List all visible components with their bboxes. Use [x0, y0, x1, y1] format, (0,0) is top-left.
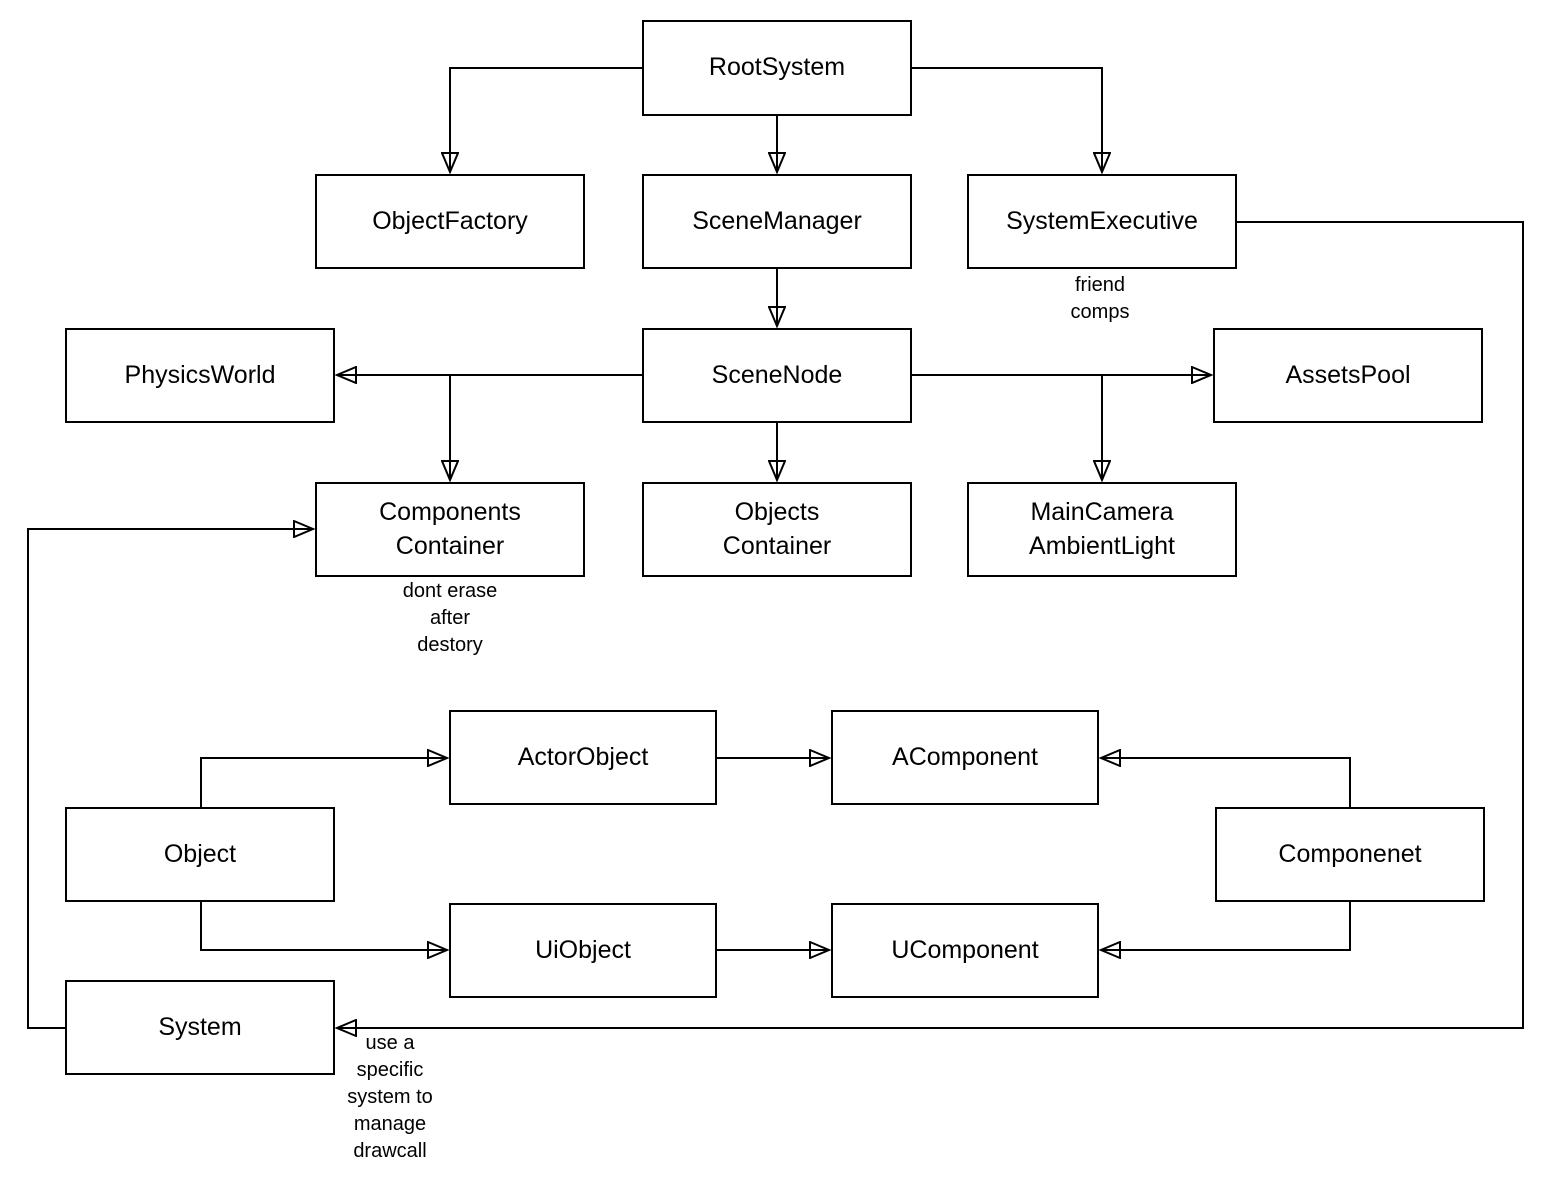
- annotation-friend-comps: friend comps: [1070, 274, 1130, 323]
- edge-rootsystem-objectfactory: [450, 67, 642, 171]
- node-object-factory-label: ObjectFactory: [372, 206, 528, 235]
- node-scene-manager: SceneManager: [642, 174, 912, 269]
- node-system-label: System: [158, 1012, 242, 1041]
- node-actor-object-label: ActorObject: [517, 742, 649, 771]
- node-object-factory: ObjectFactory: [315, 174, 585, 269]
- node-u-component: UComponent: [831, 903, 1099, 998]
- node-physics-world-label: PhysicsWorld: [124, 360, 276, 389]
- edge-object-uiobject: [200, 902, 446, 950]
- node-system: System: [65, 980, 335, 1075]
- node-componenet-label: Componenet: [1278, 839, 1422, 868]
- edge-componenet-acomponent: [1102, 758, 1351, 807]
- node-a-component: AComponent: [831, 710, 1099, 805]
- edge-componenet-ucomponent: [1102, 902, 1351, 950]
- edge-object-actorobject: [200, 758, 446, 807]
- node-components-container-label: Components Container: [379, 497, 521, 560]
- edge-rootsystem-systemexecutive: [912, 67, 1102, 171]
- node-scene-node-label: SceneNode: [711, 360, 843, 389]
- node-physics-world: PhysicsWorld: [65, 328, 335, 423]
- node-scene-manager-label: SceneManager: [692, 206, 862, 235]
- node-main-camera-ambient-light: MainCamera AmbientLight: [967, 482, 1237, 577]
- node-objects-container-label: Objects Container: [722, 497, 832, 560]
- node-system-executive: SystemExecutive: [967, 174, 1237, 269]
- node-ui-object: UiObject: [449, 903, 717, 998]
- edge-system-componentscontainer: [27, 529, 312, 1029]
- node-componenet: Componenet: [1215, 807, 1485, 902]
- node-root-system-label: RootSystem: [708, 53, 846, 82]
- node-assets-pool-label: AssetsPool: [1285, 360, 1411, 389]
- node-actor-object: ActorObject: [449, 710, 717, 805]
- node-main-camera-ambient-light-label: MainCamera AmbientLight: [1029, 497, 1175, 560]
- node-assets-pool: AssetsPool: [1213, 328, 1483, 423]
- node-objects-container: Objects Container: [642, 482, 912, 577]
- node-ui-object-label: UiObject: [535, 935, 631, 964]
- node-root-system: RootSystem: [642, 20, 912, 116]
- annotation-dont-erase-after-destory: dont erase after destory: [402, 580, 498, 656]
- node-object: Object: [65, 807, 335, 902]
- node-object-label: Object: [163, 839, 237, 868]
- annotation-use-specific-system: use a specific system to manage drawcall: [347, 1032, 433, 1162]
- node-u-component-label: UComponent: [891, 935, 1039, 964]
- node-a-component-label: AComponent: [892, 742, 1038, 771]
- node-components-container: Components Container: [315, 482, 585, 577]
- node-scene-node: SceneNode: [642, 328, 912, 423]
- node-system-executive-label: SystemExecutive: [1006, 206, 1198, 235]
- edge-systemexecutive-system: [338, 221, 1524, 1028]
